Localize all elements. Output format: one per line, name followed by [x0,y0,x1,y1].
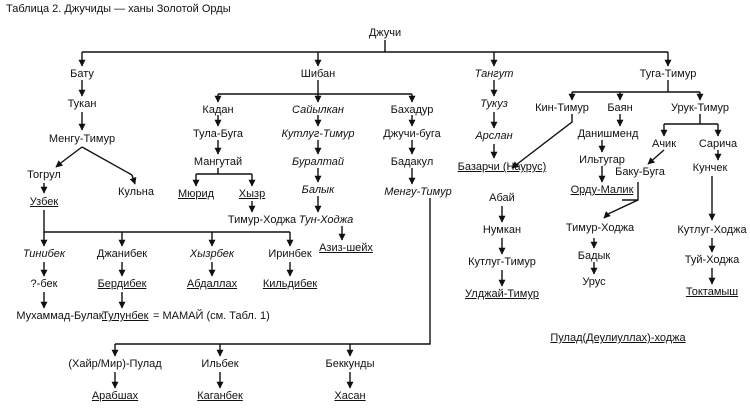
node-numkan: Нумкан [482,224,522,236]
edge-baku-split [607,182,639,215]
node-tukan: Тукан [67,98,97,110]
node-ilbek: Ильбек [201,358,239,370]
node-mengu-timur-2: Менгу-Тимур [384,186,452,198]
node-khair-pulad: (Хайр/Мир)-Пулад [68,358,162,370]
node-ordu-malik: Орду-Малик [570,184,634,196]
node-uruk-timur: Урук-Тимур [670,102,730,114]
edge-tuga-bar [572,80,700,93]
node-abdallakh: Абдаллах [186,278,238,290]
edge-mangutai-bar [196,168,252,175]
node-tokhtamysh: Токтамыш [685,286,739,298]
node-tui-khodzha: Туй-Ходжа [684,254,740,266]
node-bayan: Баян [607,102,633,114]
node-bakhadur: Бахадур [390,104,434,116]
edge-abai [511,114,573,169]
node-tulunbek: Тулунбек [102,310,149,322]
node-batu: Бату [70,68,94,80]
node-saiylkan: Сайылкан [292,104,344,116]
node-arabshakh: Арабшах [91,390,139,402]
edge-timur-khodzha-2 [603,211,611,219]
node-tinibek: Тинибек [22,248,66,260]
node-kin-timur: Кин-Тимур [535,102,589,114]
edge-kulna [129,174,137,185]
diagram-title: Таблица 2. Джучиды — ханы Золотой Орды [6,3,231,15]
node-kadan: Кадан [202,104,234,116]
node-murid: Мюрид [177,188,215,200]
node-kutlug-timur-2: Кутлуг-Тимур [468,256,536,268]
node-kunchek: Кунчек [692,162,728,174]
node-badakul: Бадакул [390,156,434,168]
edge-uruk-bar [664,114,718,125]
node-tangut: Тангут [474,68,514,80]
node-urus: Урус [582,276,606,288]
node-q-bek: ?-бек [30,278,58,290]
node-ilтугar: Ильтугар [579,154,625,166]
node-kutlug-khodzha: Кутлуг-Ходжа [677,224,747,236]
node-achik: Ачик [651,138,677,150]
node-bekkundy: Беккунды [325,358,375,370]
node-togrul: Тогрул [27,169,61,181]
node-bazarchi: Базарчи (Наурус) [457,161,547,173]
node-danishmend: Данишменд [577,128,639,140]
node-baku-buga: Баку-Буга [615,166,665,178]
node-mukhammad-bulak: Мухаммад-Булак [16,310,104,322]
node-arslan: Арслан [475,130,513,142]
node-berdibek: Бердибек [97,278,147,290]
node-uzbek: Узбек [29,196,59,208]
node-khasan: Хасан [334,390,366,402]
node-dzhanibek: Джанибек [96,248,148,260]
node-dzhuchi: Джучи [368,27,402,39]
node-kaganbek: Каганбек [197,390,243,402]
node-uldzhai-timur: Улджай-Тимур [465,288,539,300]
node-mangutai: Мангутай [193,156,243,168]
node-saricha: Сарича [698,138,738,150]
edge-shiban-bar [218,80,412,95]
node-shiban: Шибан [300,68,336,80]
node-aziz-sheikh: Азиз-шейх [319,242,373,254]
node-kulna: Кульна [117,186,155,198]
node-tula-buga: Тула-Буга [193,128,243,140]
node-pulad-deuliullakh: Пулад(Деулиуллах)-ходжа [550,332,686,344]
node-timur-khodzha-1: Тимур-Ходжа [227,214,297,226]
edge-baku-buga [647,149,665,165]
edge-togrul [55,160,64,168]
node-khyzrbek: Хызрбек [189,248,235,260]
node-iribek: Иринбек [268,248,312,260]
node-timur-khodzha-2: Тимур-Ходжа [565,222,635,234]
node-badyk: Бадык [577,250,611,262]
edge-mengu-split [61,146,133,176]
node-mengu-timur-1: Менгу-Тимур [48,133,116,145]
node-balyk: Балык [301,184,335,196]
node-kildibek: Кильдибек [262,278,318,290]
node-buraltai: Буралтай [291,156,345,168]
node-abai: Абай [489,192,515,204]
node-kutlug-timur-1: Кутлуг-Тимур [281,128,355,140]
edge-dzhuchi-bar [82,40,668,53]
node-dzhuchi-buga: Джучи-буга [383,128,441,140]
mamai-note: = МАМАЙ (см. Табл. 1) [153,310,270,322]
node-khyzr: Хызр [238,188,266,200]
node-tuga-timur: Туга-Тимур [639,68,697,80]
node-tun-khodzha: Тун-Ходжа [298,214,354,226]
node-tukuz: Тукуз [480,98,508,110]
